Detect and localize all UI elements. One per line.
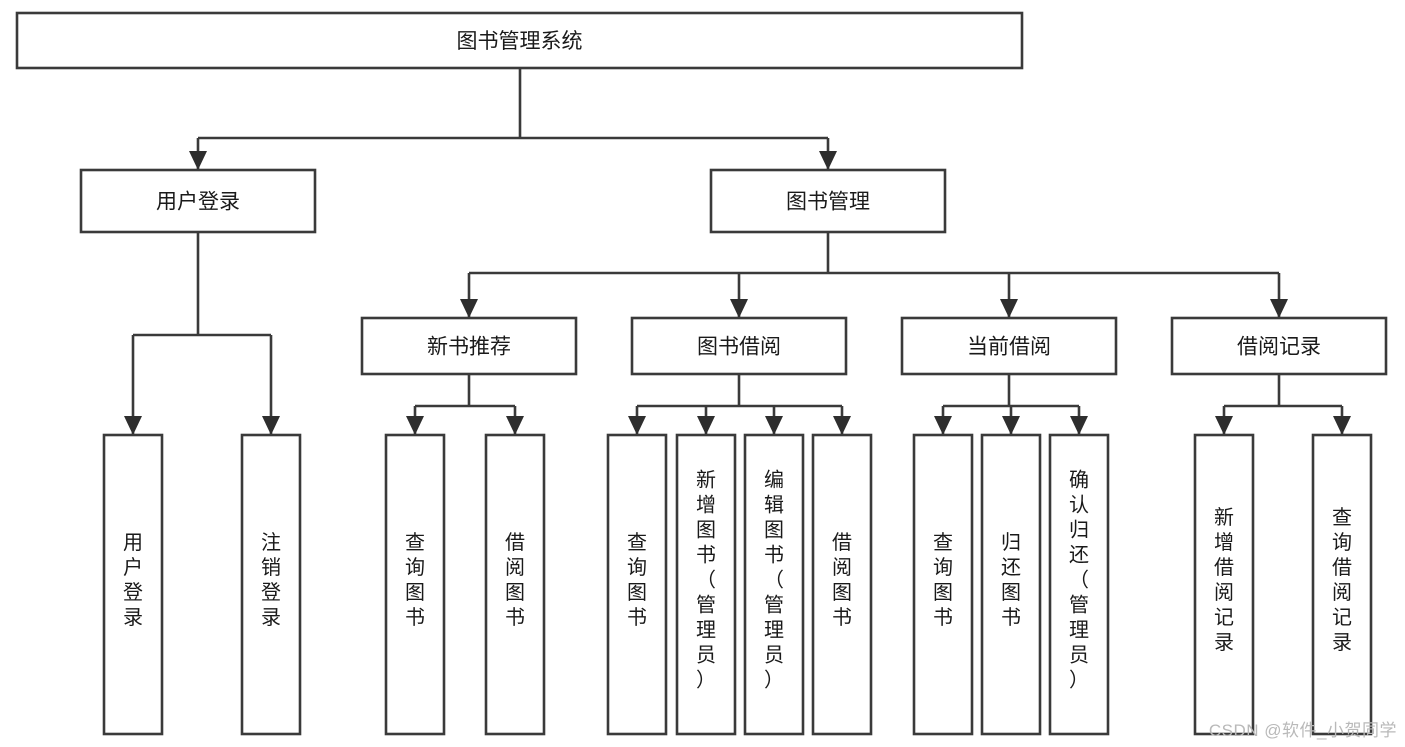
node-leaf-add-borrow-record[interactable]: 新增借阅记录 xyxy=(1193,433,1255,736)
node-leaf-query-book-1[interactable]: 查询图书 xyxy=(384,433,446,736)
arrow-head-icon xyxy=(819,151,837,170)
arrow-head-icon xyxy=(697,416,715,435)
node-book-borrow[interactable]: 图书借阅 xyxy=(630,316,848,376)
node-label: 用户登录 xyxy=(156,191,240,214)
node-label: 查询图书 xyxy=(627,531,647,629)
node-box[interactable] xyxy=(240,433,302,736)
node-label: 图书管理系统 xyxy=(457,30,583,53)
connector-book-manage-bus xyxy=(460,232,1288,318)
node-label: 当前借阅 xyxy=(967,336,1051,359)
node-layer: 图书管理系统用户登录图书管理新书推荐图书借阅当前借阅借阅记录用户登录注销登录查询… xyxy=(15,11,1388,736)
node-leaf-return-book[interactable]: 归还图书 xyxy=(980,433,1042,736)
node-label: 注销登录 xyxy=(261,531,281,629)
node-leaf-add-book-admin[interactable]: 新增图书（管理员） xyxy=(675,433,737,736)
node-leaf-edit-book-admin[interactable]: 编辑图书（管理员） xyxy=(743,433,805,736)
arrow-head-icon xyxy=(628,416,646,435)
node-label: 查询借阅记录 xyxy=(1332,506,1352,654)
node-box[interactable] xyxy=(102,433,164,736)
connector-new-book-bus xyxy=(406,374,524,435)
node-label: 图书借阅 xyxy=(697,336,781,359)
node-box[interactable] xyxy=(811,433,873,736)
connector-user-login-bus xyxy=(124,232,280,435)
node-label: 查询图书 xyxy=(405,531,425,629)
node-label: 编辑图书（管理员） xyxy=(764,469,784,692)
node-borrow-record[interactable]: 借阅记录 xyxy=(1170,316,1388,376)
node-label: 新增借阅记录 xyxy=(1214,506,1234,654)
node-box[interactable] xyxy=(1048,433,1110,736)
arrow-head-icon xyxy=(189,151,207,170)
node-leaf-confirm-return-admin[interactable]: 确认归还（管理员） xyxy=(1048,433,1110,736)
arrow-head-icon xyxy=(1000,299,1018,318)
node-user-login[interactable]: 用户登录 xyxy=(79,168,317,234)
node-box[interactable] xyxy=(630,316,848,376)
node-box[interactable] xyxy=(1311,433,1373,736)
node-box[interactable] xyxy=(900,316,1118,376)
node-leaf-logout-login[interactable]: 注销登录 xyxy=(240,433,302,736)
arrow-head-icon xyxy=(406,416,424,435)
arrow-head-icon xyxy=(460,299,478,318)
node-box[interactable] xyxy=(1170,316,1388,376)
node-box[interactable] xyxy=(912,433,974,736)
node-label: 用户登录 xyxy=(123,532,143,629)
watermark-text: CSDN @软件_小贺同学 xyxy=(1208,721,1397,740)
connector-current-borrow-bus xyxy=(934,374,1088,435)
node-label: 新增图书（管理员） xyxy=(696,469,716,692)
node-box[interactable] xyxy=(15,11,1024,70)
arrow-head-icon xyxy=(262,416,280,435)
node-leaf-borrow-book-1[interactable]: 借阅图书 xyxy=(484,433,546,736)
connector-borrow-record-bus xyxy=(1215,374,1351,435)
node-box[interactable] xyxy=(360,316,578,376)
node-leaf-user-login[interactable]: 用户登录 xyxy=(102,433,164,736)
node-root[interactable]: 图书管理系统 xyxy=(15,11,1024,70)
node-label: 确认归还（管理员） xyxy=(1069,469,1089,692)
arrow-head-icon xyxy=(934,416,952,435)
node-book-manage[interactable]: 图书管理 xyxy=(709,168,947,234)
node-label: 借阅图书 xyxy=(505,531,525,629)
node-box[interactable] xyxy=(79,168,317,234)
node-leaf-query-borrow-record[interactable]: 查询借阅记录 xyxy=(1311,433,1373,736)
arrow-head-icon xyxy=(765,416,783,435)
node-box[interactable] xyxy=(743,433,805,736)
arrow-head-icon xyxy=(833,416,851,435)
node-box[interactable] xyxy=(709,168,947,234)
node-label: 查询图书 xyxy=(933,531,953,629)
node-label: 归还图书 xyxy=(1001,531,1021,629)
node-box[interactable] xyxy=(606,433,668,736)
connector-book-borrow-bus xyxy=(628,374,851,435)
node-label: 借阅图书 xyxy=(832,531,852,629)
arrow-head-icon xyxy=(730,299,748,318)
node-new-book-recommend[interactable]: 新书推荐 xyxy=(360,316,578,376)
node-label: 借阅记录 xyxy=(1237,336,1321,359)
connector-root-bus xyxy=(189,68,837,170)
node-label: 新书推荐 xyxy=(427,336,511,359)
node-leaf-query-book-3[interactable]: 查询图书 xyxy=(912,433,974,736)
node-current-borrow[interactable]: 当前借阅 xyxy=(900,316,1118,376)
arrow-head-icon xyxy=(1333,416,1351,435)
node-label: 图书管理 xyxy=(786,191,870,214)
arrow-head-icon xyxy=(1215,416,1233,435)
node-box[interactable] xyxy=(484,433,546,736)
connector-layer xyxy=(124,68,1351,435)
node-box[interactable] xyxy=(384,433,446,736)
node-box[interactable] xyxy=(980,433,1042,736)
arrow-head-icon xyxy=(124,416,142,435)
arrow-head-icon xyxy=(1270,299,1288,318)
arrow-head-icon xyxy=(1070,416,1088,435)
arrow-head-icon xyxy=(1002,416,1020,435)
arrow-head-icon xyxy=(506,416,524,435)
node-leaf-borrow-book-2[interactable]: 借阅图书 xyxy=(811,433,873,736)
node-box[interactable] xyxy=(675,433,737,736)
node-box[interactable] xyxy=(1193,433,1255,736)
node-leaf-query-book-2[interactable]: 查询图书 xyxy=(606,433,668,736)
